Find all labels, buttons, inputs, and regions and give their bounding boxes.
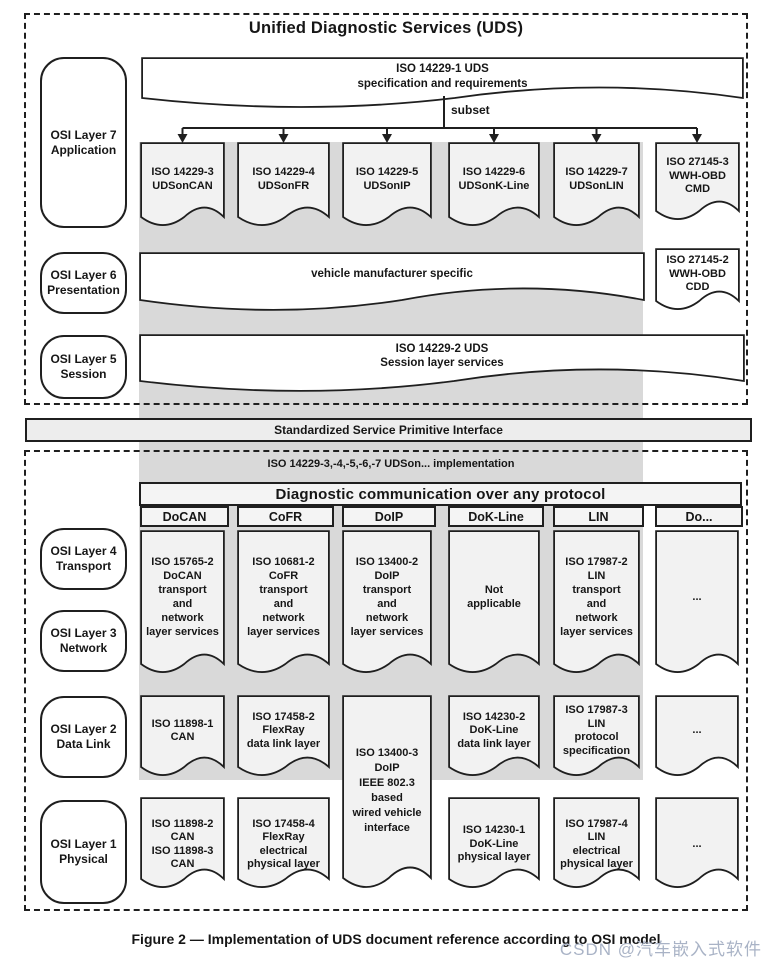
osi-layer-6-label: OSI Layer 6 Presentation <box>40 252 127 314</box>
doc-label: ISO 13400-3 DoIP IEEE 802.3 based wired … <box>352 746 422 834</box>
doc-datalink-other: ... <box>655 695 739 780</box>
doc-label: ISO 27145-2 WWH-OBD CDD <box>666 254 729 294</box>
diagnostic-communication-header: Diagnostic communication over any protoc… <box>139 482 742 506</box>
doc-iso-27145-2-wwh-obd-cdd: ISO 27145-2 WWH-OBD CDD <box>655 248 740 314</box>
doc-label: ISO 17987-2 LIN transport and network la… <box>560 556 633 638</box>
doc-iso-14229-6-udsonk-line: ISO 14229-6 UDSonK-Line <box>448 142 540 230</box>
doc-label: ISO 14229-3 UDSonCAN <box>151 166 214 192</box>
osi-layer-7-label: OSI Layer 7 Application <box>40 57 127 228</box>
doc-vehicle-manufacturer-specific: vehicle manufacturer specific <box>139 252 645 315</box>
doc-iso-17987-2-lin-transport: ISO 17987-2 LIN transport and network la… <box>553 530 640 677</box>
subset-label: subset <box>451 103 490 117</box>
doc-iso-14230-2-dok-line-datalink: ISO 14230-2 DoK-Line data link layer <box>448 695 540 780</box>
doc-iso-14229-4-udsonfr: ISO 14229-4 UDSonFR <box>237 142 330 230</box>
doc-label: Not applicable <box>467 584 521 610</box>
doc-physical-other: ... <box>655 797 739 892</box>
doc-label: ISO 14229-2 UDS Session layer services <box>380 342 504 370</box>
doc-iso-17458-2-flexray-datalink: ISO 17458-2 FlexRay data link layer <box>237 695 330 780</box>
doc-iso-10681-2-cofr-transport: ISO 10681-2 CoFR transport and network l… <box>237 530 330 677</box>
doc-iso-14230-1-dok-line-physical: ISO 14230-1 DoK-Line physical layer <box>448 797 540 892</box>
doc-label: ... <box>692 591 702 603</box>
figure-title: Unified Diagnostic Services (UDS) <box>248 19 524 37</box>
doc-label: ISO 27145-3 WWH-OBD CMD <box>666 156 729 196</box>
doc-iso-15765-2-docan-transport: ISO 15765-2 DoCAN transport and network … <box>140 530 225 677</box>
doc-label: ISO 10681-2 CoFR transport and network l… <box>247 556 320 638</box>
osi-layer-4-label: OSI Layer 4 Transport <box>40 528 127 590</box>
doc-iso-11898-1-can: ISO 11898-1 CAN <box>140 695 225 780</box>
doc-not-applicable: Not applicable <box>448 530 540 677</box>
doc-iso-13400-3-doip-wired-interface: ISO 13400-3 DoIP IEEE 802.3 based wired … <box>342 695 432 892</box>
upper-dashed-frame <box>24 13 748 405</box>
doc-iso-11898-2-3-can-physical: ISO 11898-2 CAN ISO 11898-3 CAN <box>140 797 225 892</box>
doc-label: ISO 11898-1 CAN <box>151 717 214 744</box>
doc-label: ISO 14229-1 UDS specification and requir… <box>357 63 528 90</box>
doc-label: ISO 15765-2 DoCAN transport and network … <box>146 556 219 638</box>
doc-iso-14229-1-spec: ISO 14229-1 UDS specification and requir… <box>141 57 744 112</box>
doc-iso-14229-2-session: ISO 14229-2 UDS Session layer services <box>139 334 745 396</box>
doc-label: ISO 14229-7 UDSonLIN <box>565 166 628 192</box>
column-header-dok-line: DoK-Line <box>448 506 544 527</box>
udson-implementation-label: ISO 14229-3,-4,-5,-6,-7 UDSon... impleme… <box>267 458 515 470</box>
doc-label: ISO 14229-5 UDSonIP <box>355 166 419 192</box>
doc-label: ISO 17987-4 LIN electrical physical laye… <box>560 817 633 871</box>
doc-iso-17987-3-lin-protocol: ISO 17987-3 LIN protocol specification <box>553 695 640 780</box>
doc-label: ISO 14230-1 DoK-Line physical layer <box>457 824 531 864</box>
figure-caption: Figure 2 — Implementation of UDS documen… <box>131 931 661 947</box>
doc-label: ISO 14229-4 UDSonFR <box>252 166 315 192</box>
doc-label: ISO 17458-4 FlexRay electrical physical … <box>247 817 320 871</box>
doc-iso-14229-3-udsoncan: ISO 14229-3 UDSonCAN <box>140 142 225 230</box>
doc-label: ... <box>692 837 702 850</box>
doc-transport-other: ... <box>655 530 739 677</box>
doc-label: ISO 11898-2 CAN ISO 11898-3 CAN <box>151 817 214 871</box>
doc-label: ISO 14229-6 UDSonK-Line <box>458 166 530 192</box>
column-header-doip: DoIP <box>342 506 436 527</box>
doc-label: vehicle manufacturer specific <box>311 268 473 281</box>
service-primitive-interface-bar: Standardized Service Primitive Interface <box>25 418 752 442</box>
implementation-gray-band <box>139 142 643 780</box>
osi-layer-5-label: OSI Layer 5 Session <box>40 335 127 399</box>
column-header-lin: LIN <box>553 506 644 527</box>
doc-iso-14229-7-udsonlin: ISO 14229-7 UDSonLIN <box>553 142 640 230</box>
doc-iso-17458-4-flexray-physical: ISO 17458-4 FlexRay electrical physical … <box>237 797 330 892</box>
doc-iso-17987-4-lin-physical: ISO 17987-4 LIN electrical physical laye… <box>553 797 640 892</box>
doc-iso-27145-3-wwh-obd-cmd: ISO 27145-3 WWH-OBD CMD <box>655 142 740 224</box>
doc-iso-13400-2-doip-transport: ISO 13400-2 DoIP transport and network l… <box>342 530 432 677</box>
subset-arrows <box>177 96 702 143</box>
csdn-watermark: CSDN @汽车嵌入式软件 <box>559 940 762 959</box>
osi-layer-2-label: OSI Layer 2 Data Link <box>40 696 127 778</box>
doc-label: ISO 13400-2 DoIP transport and network l… <box>350 556 424 638</box>
lower-dashed-frame <box>24 450 748 911</box>
doc-label: ... <box>692 724 702 737</box>
doc-label: ISO 17458-2 FlexRay data link layer <box>246 710 321 750</box>
column-header-docan: DoCAN <box>140 506 229 527</box>
doc-iso-14229-5-udsonip: ISO 14229-5 UDSonIP <box>342 142 432 230</box>
osi-layer-1-label: OSI Layer 1 Physical <box>40 800 127 904</box>
column-header-cofr: CoFR <box>237 506 334 527</box>
doc-label: ISO 17987-3 LIN protocol specification <box>562 704 631 757</box>
column-header-do-other: Do... <box>655 506 743 527</box>
doc-label: ISO 14230-2 DoK-Line data link layer <box>457 710 531 750</box>
osi-layer-3-label: OSI Layer 3 Network <box>40 610 127 672</box>
